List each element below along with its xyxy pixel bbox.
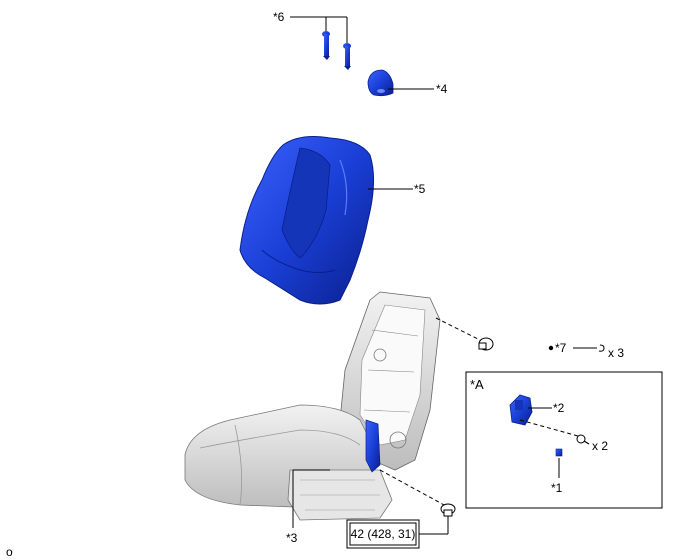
- pin-fastener-upper: [478, 337, 494, 351]
- torque-value: 42 (428, 31): [351, 527, 416, 541]
- callout-6: *6: [273, 10, 285, 24]
- cover-part-4: *4: [367, 69, 448, 97]
- inset-detail-A: *A *2 x 2 *1: [465, 371, 663, 509]
- callout-1: *1: [551, 481, 563, 495]
- corner-mark: o: [6, 545, 13, 559]
- fastener-leaders: [379, 317, 483, 507]
- inset-label: *A: [470, 377, 484, 392]
- callout-7: *7: [555, 341, 567, 355]
- clip-part-6a: [322, 31, 330, 60]
- strap-part-1: [555, 448, 563, 457]
- seat-frame-assembly: *3: [184, 291, 441, 545]
- callout-4: *4: [436, 82, 448, 96]
- bracket-part-2: [509, 394, 533, 426]
- torque-spec-box: 42 (428, 31): [346, 519, 449, 549]
- seatback-cover-5: *5: [239, 136, 426, 305]
- clip-group-6: *6: [273, 10, 351, 70]
- callout-3: *3: [286, 531, 298, 545]
- clip-part-6b: [343, 43, 351, 70]
- quantity-x2: x 2: [592, 439, 608, 453]
- bolt-fastener-lower: [440, 503, 456, 520]
- callout-2: *2: [553, 401, 565, 415]
- legend-7: *7 x 3: [548, 341, 624, 360]
- callout-5: *5: [414, 182, 426, 196]
- screw-fastener-inset: [576, 434, 590, 445]
- quantity-x3: x 3: [608, 346, 624, 360]
